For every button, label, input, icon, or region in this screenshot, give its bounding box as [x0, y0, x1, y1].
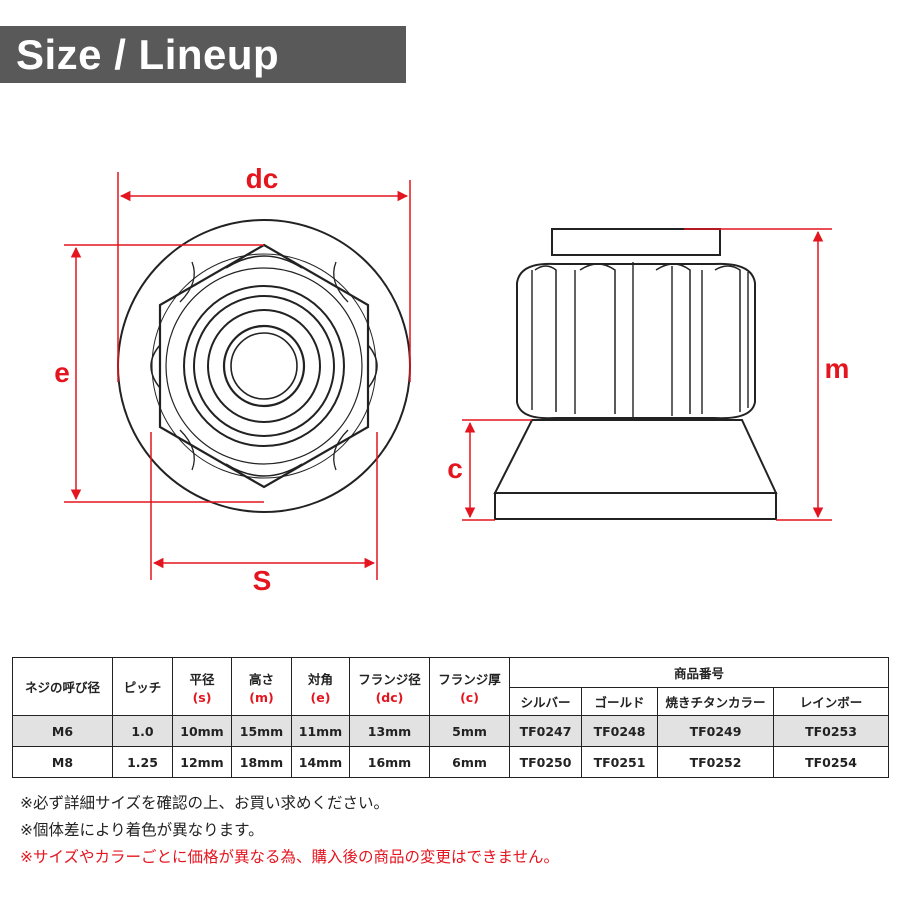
nut-body — [516, 262, 756, 420]
cell-c: 6mm — [429, 746, 510, 778]
title-bar: Size / Lineup — [0, 26, 406, 83]
header-gold: ゴールド — [581, 687, 658, 716]
cell-silver: TF0250 — [509, 746, 582, 778]
table-row: M8 1.25 12mm 18mm 14mm 16mm 6mm TF0250 T… — [12, 746, 890, 778]
header-nominal: ネジの呼び径 — [12, 657, 113, 716]
cell-e: 11mm — [291, 715, 350, 747]
hex-outline — [158, 243, 370, 489]
side-view-dimensions — [462, 228, 832, 521]
header-height: 高さ(m) — [231, 657, 292, 716]
dim-label-dc: dc — [246, 163, 279, 194]
thin-inner-circle — [151, 253, 377, 479]
cell-rainbow: TF0254 — [772, 746, 890, 778]
cell-c: 5mm — [429, 715, 510, 747]
top-view-drawing — [117, 219, 411, 513]
cell-burnt: TF0252 — [657, 746, 774, 778]
cell-m: 15mm — [231, 715, 292, 747]
cell-s: 10mm — [172, 715, 232, 747]
header-rainbow: レインボー — [772, 687, 890, 716]
header-flange-dia: フランジ径(dc) — [349, 657, 430, 716]
flange-taper — [493, 419, 778, 494]
dim-label-c: c — [447, 453, 463, 484]
flange-outline — [117, 219, 411, 513]
cell-m: 18mm — [231, 746, 292, 778]
cell-gold: TF0251 — [581, 746, 658, 778]
header-width: 平径(s) — [172, 657, 232, 716]
cell-pitch: 1.0 — [112, 715, 173, 747]
cell-dc: 13mm — [349, 715, 430, 747]
note-color-variation: ※個体差により着色が異なります。 — [20, 821, 264, 839]
header-silver: シルバー — [509, 687, 582, 716]
header-pitch: ピッチ — [112, 657, 173, 716]
note-no-exchange: ※サイズやカラーごとに価格が異なる為、購入後の商品の変更はできません。 — [20, 848, 560, 866]
header-flange-thk: フランジ厚(c) — [429, 657, 510, 716]
dim-label-m: m — [825, 353, 850, 384]
cell-s: 12mm — [172, 746, 232, 778]
side-view-drawing — [493, 228, 778, 520]
cell-silver: TF0247 — [509, 715, 582, 747]
top-view-dimensions — [64, 172, 411, 580]
cell-e: 14mm — [291, 746, 350, 778]
cell-nominal: M8 — [12, 746, 113, 778]
dim-label-e: e — [54, 357, 70, 388]
dimension-diagram: dc e S m c — [54, 163, 850, 596]
note-check-size: ※必ず詳細サイズを確認の上、お買い求めください。 — [20, 794, 390, 812]
nut-top-rim — [551, 228, 721, 256]
cell-burnt: TF0249 — [657, 715, 774, 747]
cell-gold: TF0248 — [581, 715, 658, 747]
cell-pitch: 1.25 — [112, 746, 173, 778]
table-row: M6 1.0 10mm 15mm 11mm 13mm 5mm TF0247 TF… — [12, 715, 890, 747]
cell-dc: 16mm — [349, 746, 430, 778]
spec-table: ネジの呼び径 ピッチ 平径(s) 高さ(m) 対角(e) フランジ径(dc) フ… — [12, 657, 890, 778]
page-title: Size / Lineup — [16, 31, 280, 78]
dim-label-s: S — [253, 565, 272, 596]
cell-nominal: M6 — [12, 715, 113, 747]
flange-base — [494, 492, 777, 520]
cell-rainbow: TF0253 — [772, 715, 890, 747]
notes: ※必ず詳細サイズを確認の上、お買い求めください。 ※個体差により着色が異なります… — [20, 790, 559, 871]
header-product-no: 商品番号 — [508, 657, 890, 688]
header-across: 対角(e) — [291, 657, 350, 716]
header-burnt: 焼きチタンカラー — [657, 687, 774, 716]
